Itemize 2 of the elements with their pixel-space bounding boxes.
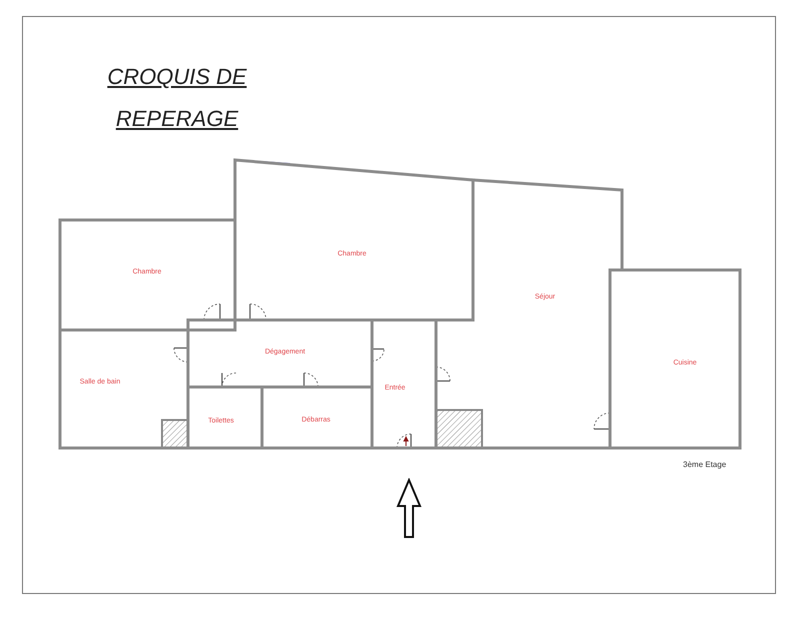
title: CROQUIS DE REPERAGE — [106, 63, 248, 133]
floor-label: 3ème Etage — [683, 459, 726, 471]
